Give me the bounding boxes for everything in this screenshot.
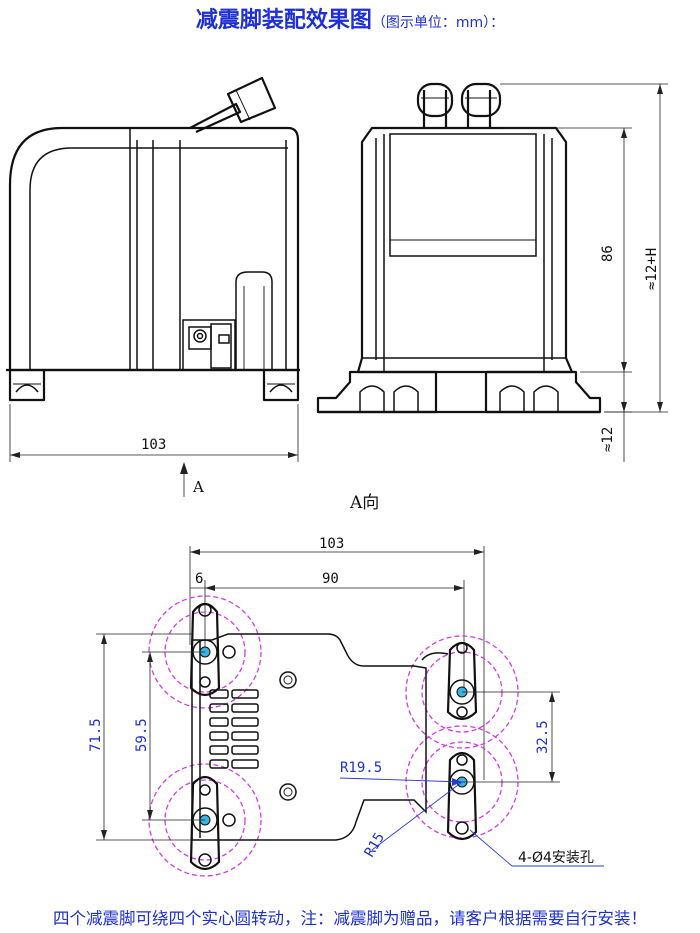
front-view	[6, 76, 300, 462]
view-arrow	[180, 462, 188, 497]
dim-side-total: ≈12+H	[644, 248, 660, 290]
handle-lever	[189, 76, 277, 134]
foot-bottom-left	[189, 775, 236, 871]
dim-bottom-hole-span: 90	[322, 571, 339, 587]
dim-bottom-width: 103	[319, 536, 344, 552]
dim-bottom-offset: 6	[195, 571, 203, 587]
foot-top-left	[189, 602, 236, 697]
foot-bottom-right	[446, 751, 478, 841]
foot-top-right	[421, 641, 478, 721]
dim-left-outer: 71.5	[88, 718, 104, 752]
footer-note: 四个减震脚可绕四个实心圆转动，注：减震脚为赠品，请客户根据需要自行安装！	[53, 909, 647, 928]
dim-front-width: 103	[141, 437, 166, 453]
view-arrow-label: A	[192, 478, 204, 496]
side-view	[316, 82, 668, 462]
holes-callout: 4-Ø4安装孔	[518, 850, 594, 866]
page-title: 减震脚装配效果图	[195, 8, 372, 33]
title-block: 减震脚装配效果图（图示单位：mm）：	[0, 2, 700, 34]
dim-left-inner: 59.5	[134, 718, 150, 752]
dim-radius-small: R15	[362, 830, 389, 860]
vent-slots	[209, 689, 259, 769]
dim-side-height: 86	[600, 245, 616, 262]
view-direction-label: A向	[349, 493, 379, 513]
dim-radius-large: R19.5	[340, 760, 382, 776]
dim-side-foot: ≈12	[600, 427, 616, 452]
bottom-view	[96, 546, 604, 877]
dim-right-vertical: 32.5	[535, 720, 551, 754]
unit-note: （图示单位：mm）：	[371, 15, 505, 31]
